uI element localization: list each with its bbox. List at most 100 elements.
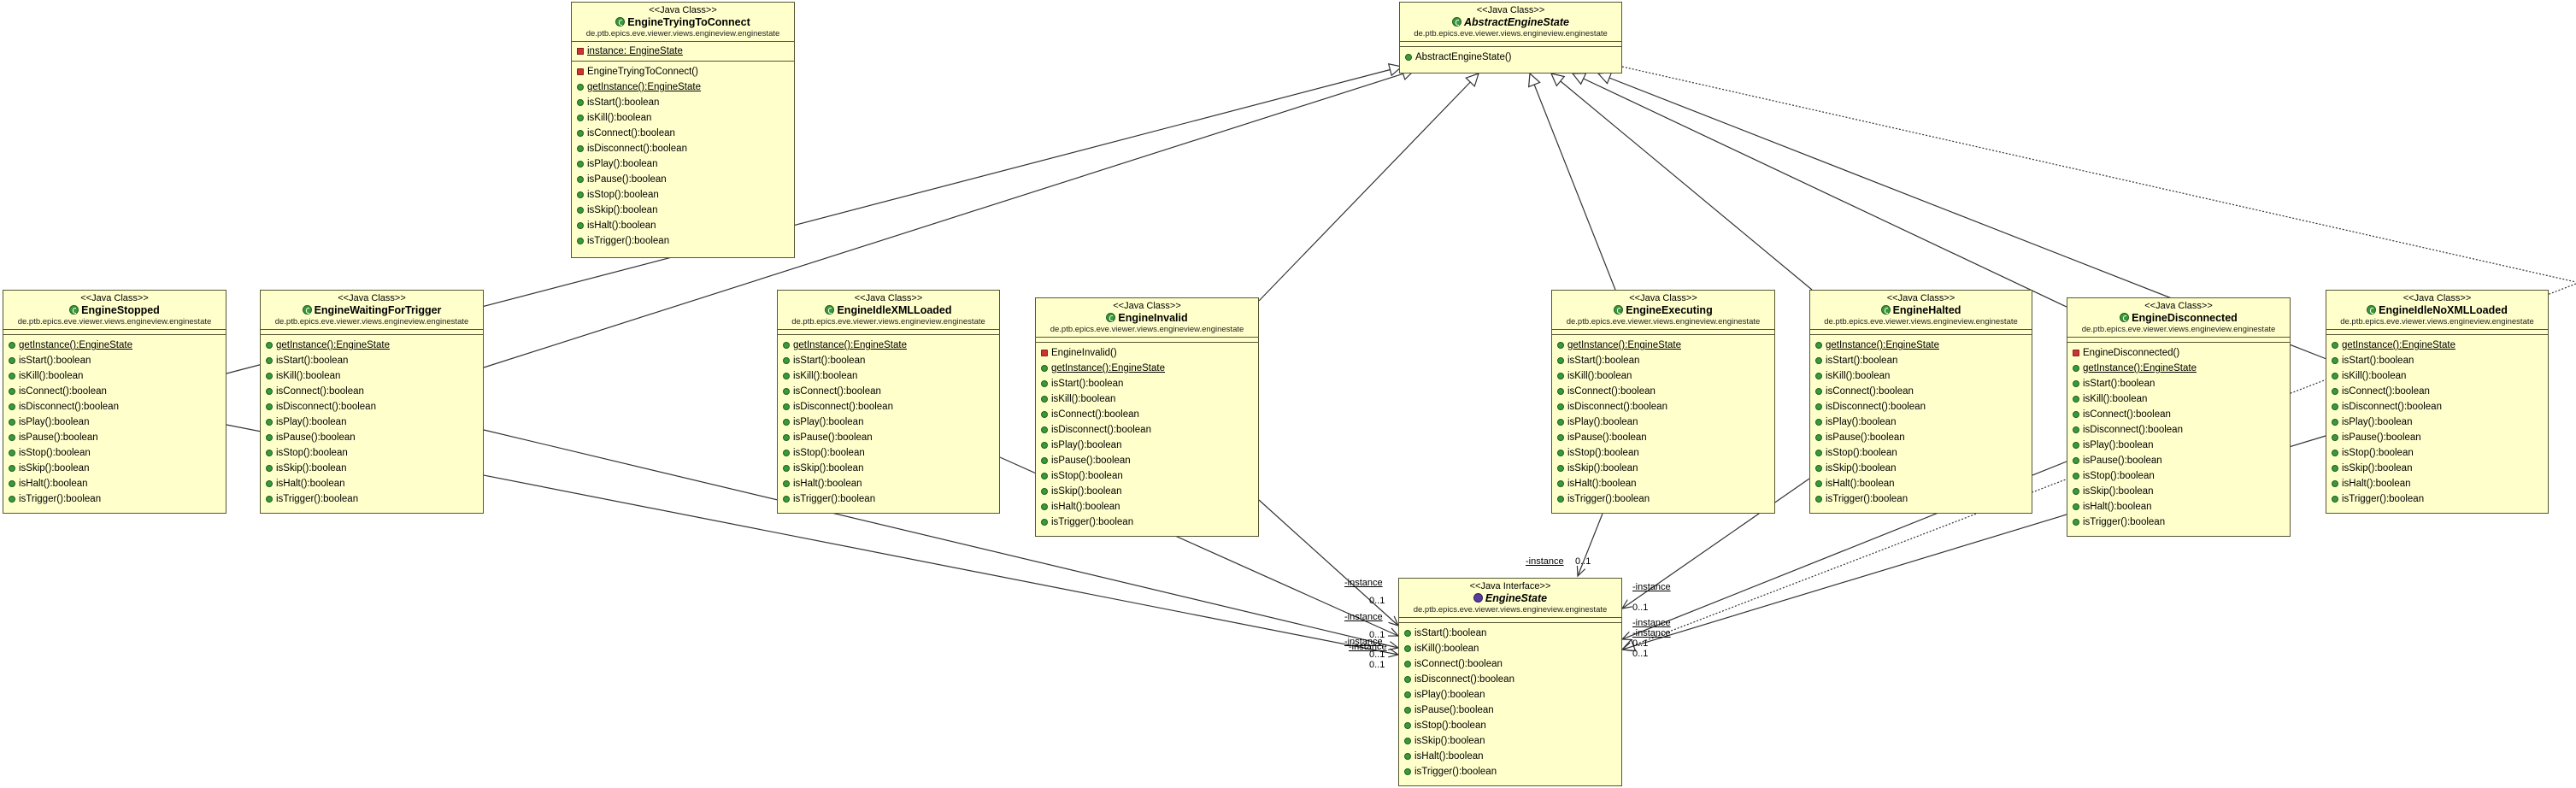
association-arrowhead (1620, 642, 1633, 652)
generalization-edge (483, 69, 1415, 368)
operation: isTrigger():boolean (1557, 491, 1774, 507)
public-method-icon (1815, 419, 1822, 426)
public-method-icon (9, 496, 15, 503)
operation: isKill():boolean (1041, 391, 1258, 407)
operation: isPlay():boolean (577, 156, 794, 172)
class-engine-invalid[interactable]: <<Java Class>> EngineInvalid de.ptb.epic… (1035, 297, 1259, 537)
stereotype: <<Java Class>> (1629, 293, 1697, 303)
public-method-icon (266, 480, 273, 487)
public-method-icon (1557, 403, 1564, 410)
role-label: -instance (1632, 582, 1671, 592)
class-engine-idle-xml-loaded[interactable]: <<Java Class>> EngineIdleXMLLoaded de.pt… (777, 290, 1000, 514)
association-edge (1621, 478, 1810, 609)
package-name: de.ptb.epics.eve.viewer.views.engineview… (1566, 317, 1761, 326)
generalization-arrowhead (1527, 72, 1541, 88)
operation: isDisconnect():boolean (2332, 399, 2548, 415)
public-method-icon (783, 357, 790, 364)
public-method-icon (9, 450, 15, 456)
public-static-method-icon (783, 342, 790, 349)
public-method-icon (1041, 426, 1048, 433)
operations: EngineTryingToConnect() getInstance():En… (572, 62, 794, 249)
operation: isHalt():boolean (1404, 749, 1621, 764)
stereotype: <<Java Interface>> (1469, 581, 1551, 591)
operation: isDisconnect():boolean (1557, 399, 1774, 415)
operation: isStart():boolean (1404, 626, 1621, 641)
public-method-icon (2073, 473, 2079, 479)
operation: isSkip():boolean (266, 461, 483, 476)
public-method-icon (9, 403, 15, 410)
stereotype: <<Java Class>> (80, 293, 149, 303)
public-method-icon (266, 450, 273, 456)
class-engine-executing[interactable]: <<Java Class>> EngineExecuting de.ptb.ep… (1551, 290, 1775, 514)
public-method-icon (577, 238, 584, 244)
public-method-icon (2332, 496, 2338, 503)
class-abstract-engine-state[interactable]: <<Java Class>> AbstractEngineState de.pt… (1399, 2, 1622, 74)
operations: getInstance():EngineState isStart():bool… (2326, 335, 2548, 507)
operation: isConnect():boolean (266, 384, 483, 399)
class-engine-disconnected[interactable]: <<Java Class>> EngineDisconnected de.ptb… (2067, 297, 2291, 537)
operation: isKill():boolean (2332, 368, 2548, 384)
public-method-icon (2073, 380, 2079, 387)
class-engine-trying-to-connect[interactable]: <<Java Class>> EngineTryingToConnect de.… (571, 2, 795, 258)
class-engine-waiting-for-trigger[interactable]: <<Java Class>> EngineWaitingForTrigger d… (260, 290, 484, 514)
operation: isStop():boolean (2073, 468, 2290, 484)
abstract-method-icon (1404, 661, 1411, 667)
public-method-icon (2332, 450, 2338, 456)
class-icon (615, 17, 626, 26)
public-method-icon (783, 450, 790, 456)
operations: EngineInvalid() getInstance():EngineStat… (1036, 343, 1258, 530)
public-method-icon (577, 99, 584, 106)
package-name: de.ptb.epics.eve.viewer.views.engineview… (2340, 317, 2534, 326)
public-method-icon (2332, 480, 2338, 487)
operation: isStop():boolean (783, 445, 999, 461)
operation: isKill():boolean (1815, 368, 2032, 384)
operation: isKill():boolean (2073, 391, 2290, 407)
operation: isHalt():boolean (2073, 499, 2290, 515)
public-method-icon (783, 465, 790, 472)
operation: isConnect():boolean (2073, 407, 2290, 422)
attribute-compartment (2067, 338, 2290, 343)
operation: isTrigger():boolean (783, 491, 999, 507)
class-engine-halted[interactable]: <<Java Class>> EngineHalted de.ptb.epics… (1809, 290, 2032, 514)
operation: isPause():boolean (783, 430, 999, 445)
class-icon (2120, 313, 2130, 322)
public-method-icon (783, 419, 790, 426)
interface-engine-state[interactable]: <<Java Interface>> EngineState de.ptb.ep… (1398, 578, 1622, 786)
operation: isStart():boolean (266, 353, 483, 368)
operation: EngineDisconnected() (2073, 345, 2290, 361)
operation: isDisconnect():boolean (783, 399, 999, 415)
public-method-icon (266, 373, 273, 379)
package-name: de.ptb.epics.eve.viewer.views.engineview… (791, 317, 985, 326)
class-name: EngineIdleXMLLoaded (837, 304, 952, 316)
public-method-icon (1041, 488, 1048, 495)
operation: isConnect():boolean (1041, 407, 1258, 422)
operation: isConnect():boolean (2332, 384, 2548, 399)
generalization-edge (1572, 73, 2069, 309)
public-method-icon (1557, 357, 1564, 364)
class-name: EngineExecuting (1626, 304, 1713, 316)
public-method-icon (577, 191, 584, 198)
role-label: -instance (1344, 578, 1383, 588)
private-method-icon (2073, 350, 2079, 356)
operation: isPlay():boolean (9, 415, 226, 430)
operations: getInstance():EngineState isStart():bool… (1810, 335, 2032, 507)
operation: isPause():boolean (2073, 453, 2290, 468)
operation: isTrigger():boolean (577, 233, 794, 249)
public-method-icon (1815, 465, 1822, 472)
package-name: de.ptb.epics.eve.viewer.views.engineview… (1050, 325, 1244, 334)
abstract-method-icon (1404, 676, 1411, 683)
public-static-method-icon (2073, 365, 2079, 372)
class-engine-idle-no-xml-loaded[interactable]: <<Java Class>> EngineIdleNoXMLLoaded de.… (2326, 290, 2549, 514)
abstract-method-icon (1404, 630, 1411, 637)
public-method-icon (9, 434, 15, 441)
association-edge (483, 429, 1399, 649)
operation: EngineTryingToConnect() (577, 64, 794, 79)
operations: AbstractEngineState() (1400, 47, 1621, 65)
class-engine-stopped[interactable]: <<Java Class>> EngineStopped de.ptb.epic… (3, 290, 226, 514)
public-method-icon (577, 222, 584, 229)
operation: isKill():boolean (266, 368, 483, 384)
public-method-icon (2332, 373, 2338, 379)
public-method-icon (2073, 503, 2079, 510)
role-label: -instance (1349, 642, 1387, 652)
multiplicity-label: 0..1 (1369, 660, 1385, 670)
